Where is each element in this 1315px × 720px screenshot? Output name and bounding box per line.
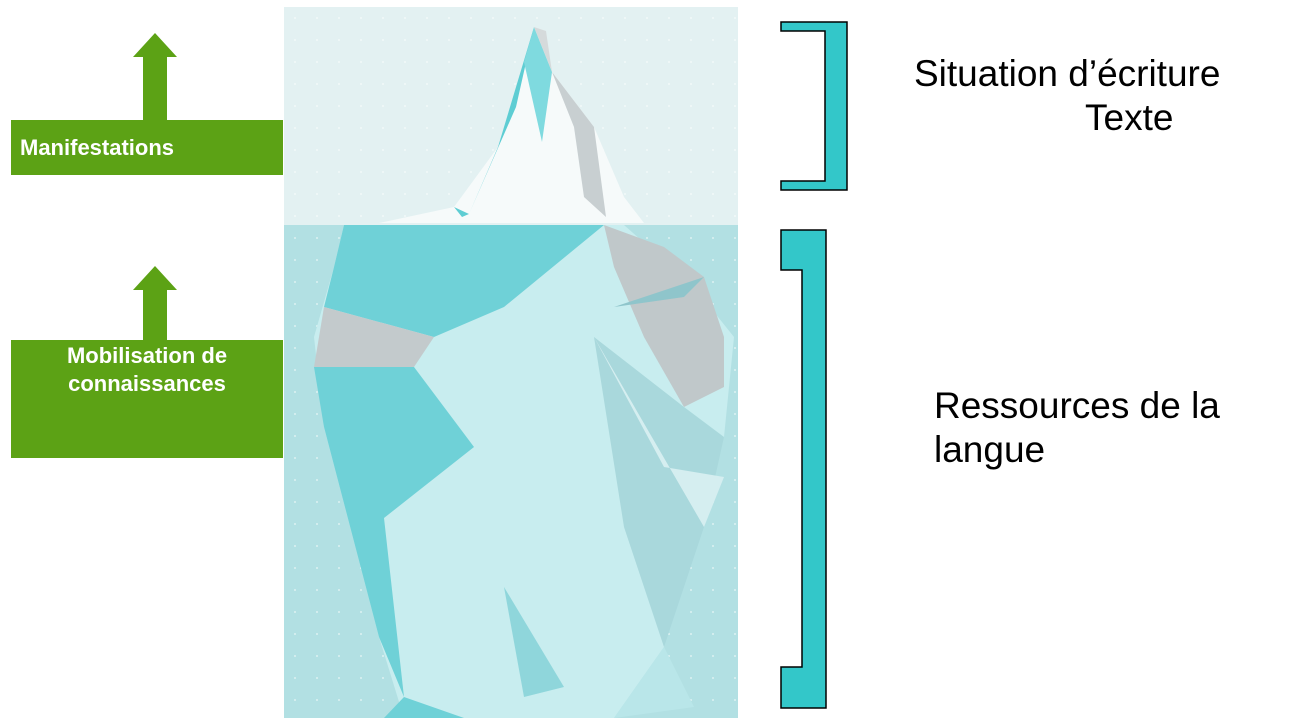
mobilisation-label-line1: Mobilisation de: [11, 342, 283, 370]
arrow-up-shaft: [143, 289, 167, 340]
mobilisation-label-line2: connaissances: [11, 370, 283, 398]
top-bracket: [781, 22, 847, 190]
manifestations-label: Manifestations: [20, 134, 174, 162]
bottom-bracket: [781, 230, 826, 708]
mobilisation-box: Mobilisation de connaissances: [11, 340, 283, 458]
iceberg-illustration: [284, 7, 738, 718]
texte-label: Texte: [1085, 96, 1173, 140]
manifestations-box: Manifestations: [11, 120, 283, 175]
arrow-up-icon: [133, 33, 177, 57]
ressources-label: Ressources de la: [934, 384, 1220, 428]
langue-label: langue: [934, 428, 1045, 472]
arrow-up-shaft: [143, 56, 167, 120]
situation-label: Situation d’écriture: [914, 52, 1314, 96]
brackets: [770, 20, 860, 720]
arrow-up-icon: [133, 266, 177, 290]
